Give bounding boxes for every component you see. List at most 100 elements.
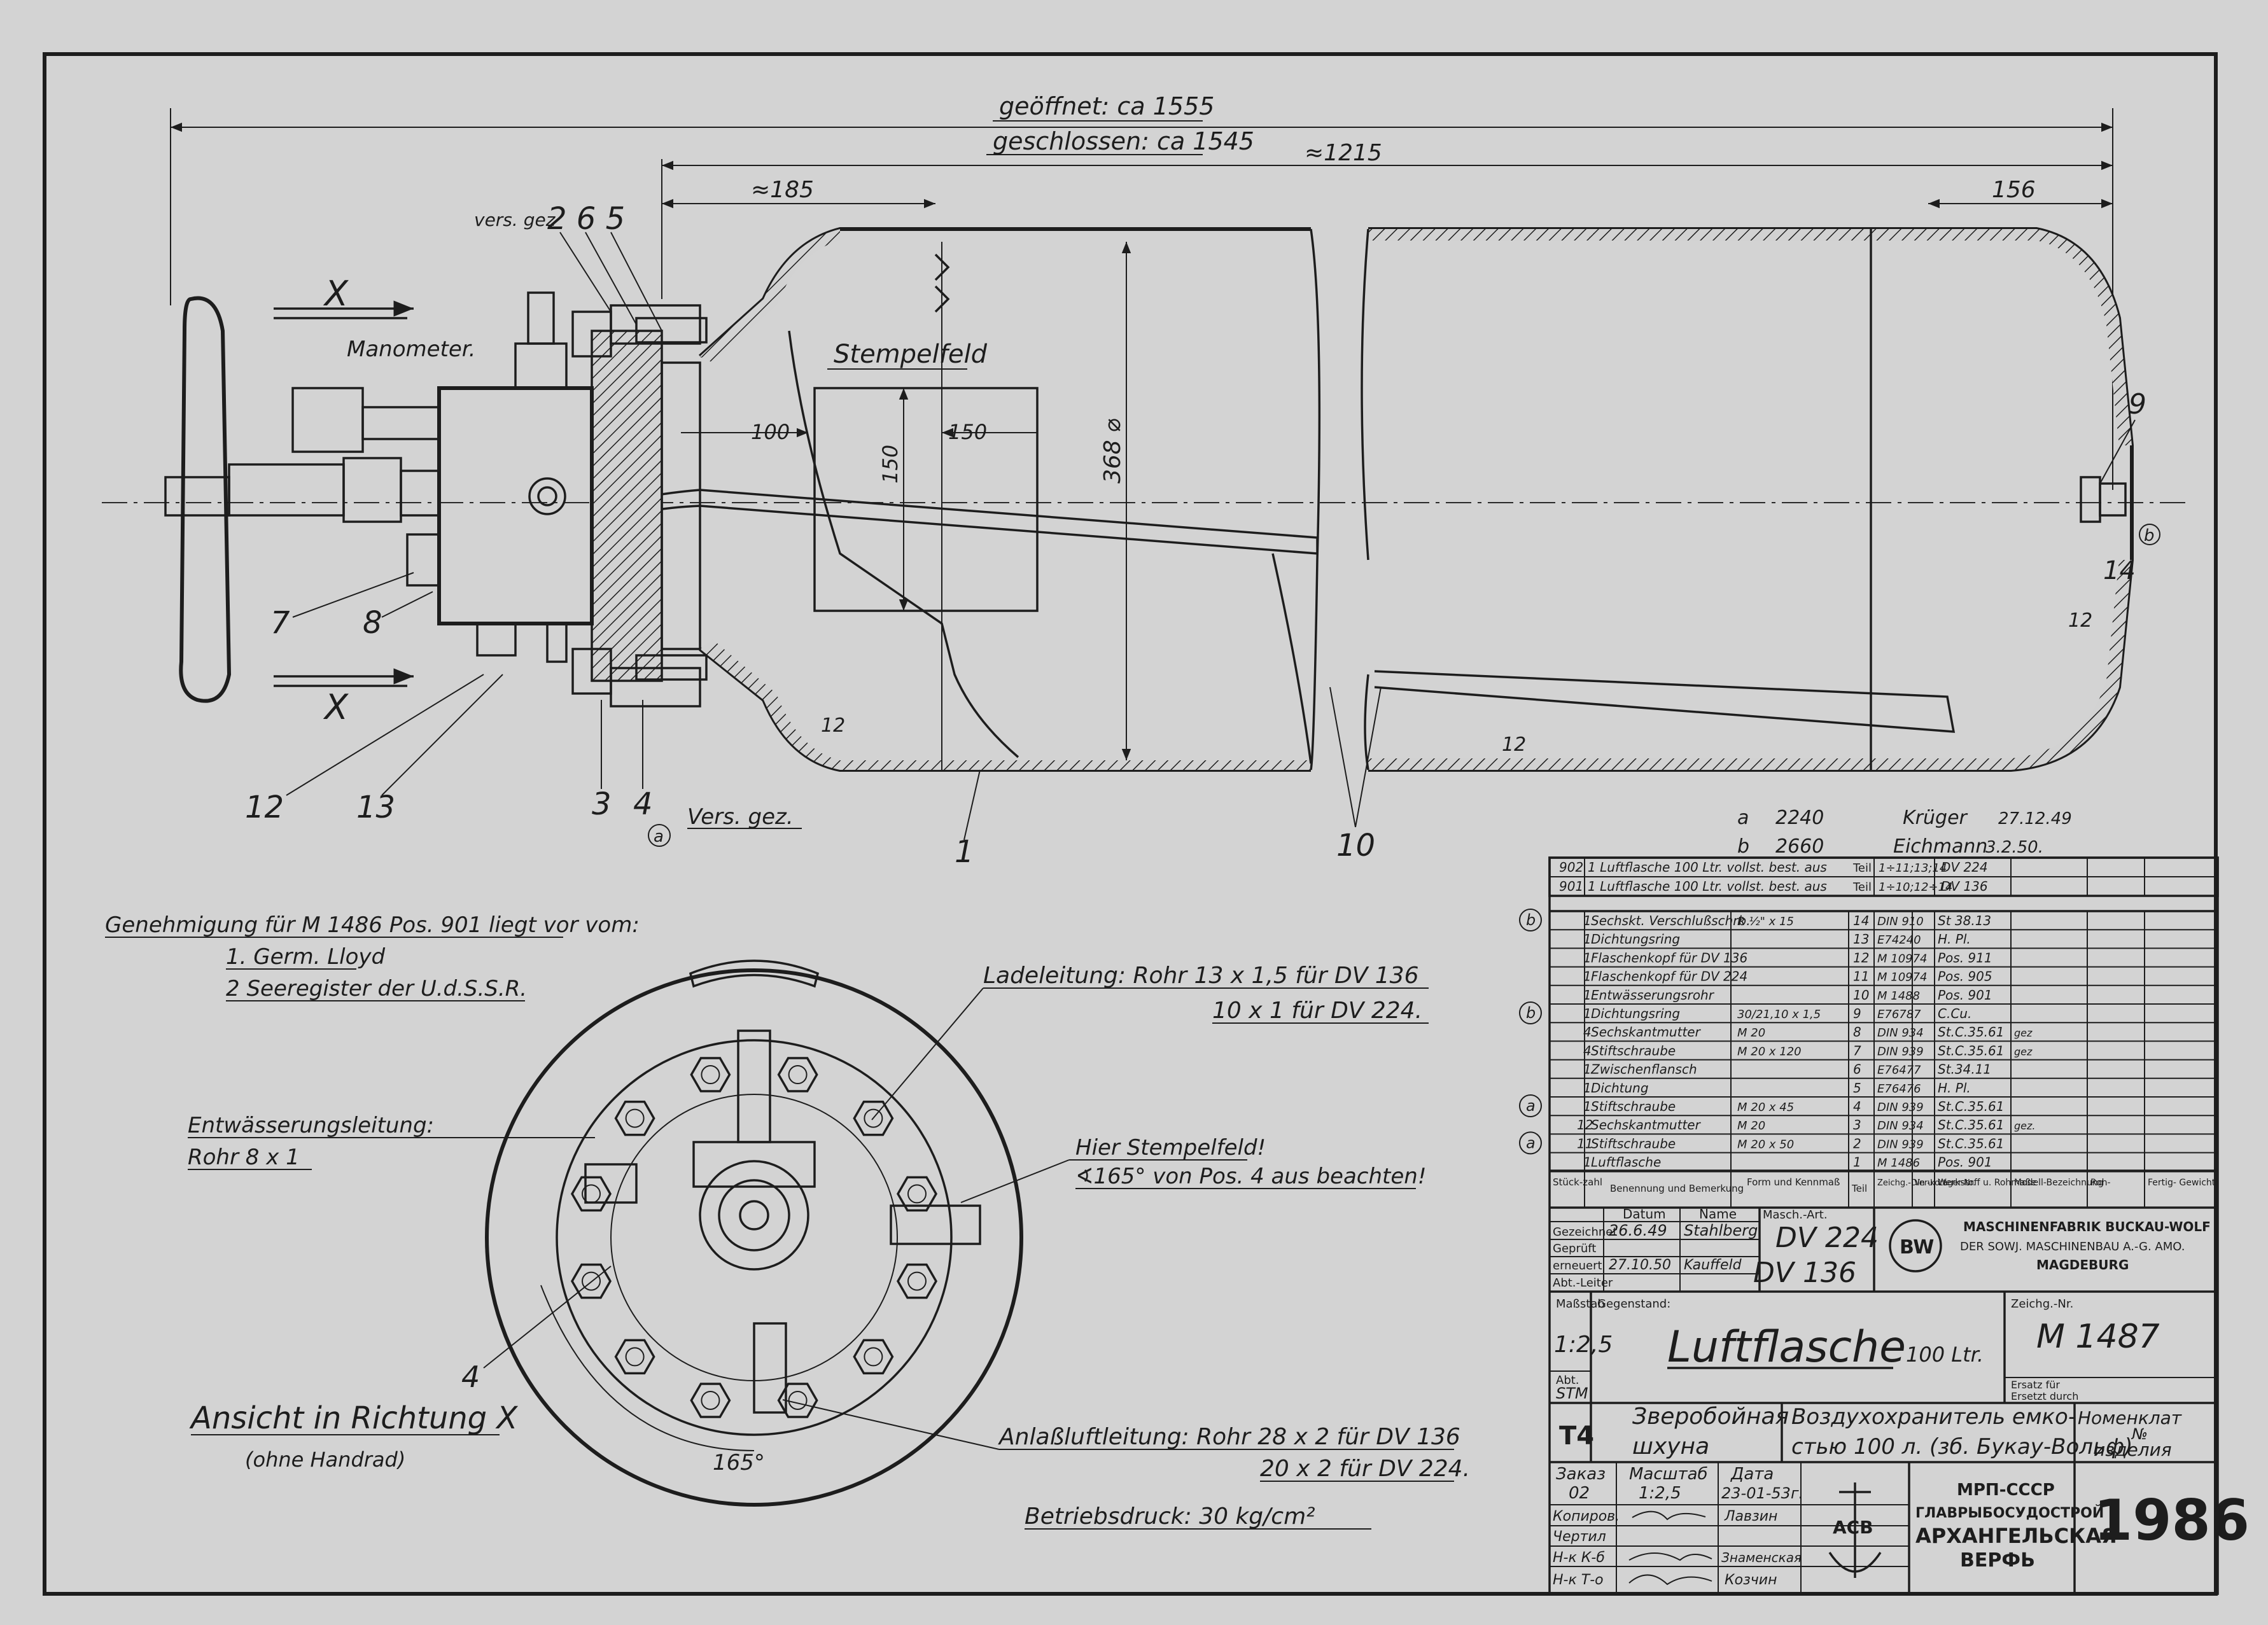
entwaesserung-1: Entwässerungsleitung: [188,1113,434,1138]
stempel-note-2: ∢165° von Pos. 4 aus beachten! [1075,1164,1426,1189]
ref-1: 1 [955,834,974,870]
approval-line-1: Genehmigung für M 1486 Pos. 901 liegt vo… [105,912,640,938]
ref-vers-gez-top: vers. gez [474,209,556,230]
part-name: Luftflasche [1591,1155,1661,1170]
machine-label: Masch.-Art. [1763,1208,1828,1222]
part-material: St.34.11 [1938,1062,1991,1077]
part-qty: 4 [1583,1024,1592,1040]
company-1: MASCHINENFABRIK BUCKAU-WOLF [1963,1219,2211,1234]
part-qty: 1 [1583,1062,1592,1077]
anlass-2: 20 x 2 für DV 224. [1260,1456,1470,1482]
part-norm: DIN 934 [1877,1026,1924,1040]
drawing-frame [43,52,2218,1596]
ru-nomen-1: Номенклат [2078,1407,2182,1428]
bolt-stud [701,1390,720,1410]
angle-165: 165° [713,1450,765,1475]
ru-masshtab-label: Масштаб [1629,1465,1708,1484]
end-view-notes: Ladeleitung: Rohr 13 x 1,5 für DV 136 10… [188,963,1470,1530]
row4-label: Abt.-Leiter [1553,1276,1613,1290]
part-norm: M 1486 [1877,1157,1920,1170]
part-form: M 20 [1737,1026,1765,1040]
variant-type: DV 136 [1941,879,1988,894]
ru-number: 1986 [2094,1488,2250,1553]
part-norm: E76787 [1877,1008,1921,1021]
ref-b: b [2144,526,2155,545]
header-form: Form und Kennmaß [1747,1176,1840,1188]
part-qty: 1 [1583,931,1592,947]
part-norm: M 10974 [1877,952,1928,965]
bolt-nut [896,1263,938,1299]
part-note: gez. [2014,1120,2035,1132]
part-qty: 1 [1583,950,1592,965]
part-name: Flaschenkopf für DV 136 [1591,950,1747,965]
part-teil: 4 [1853,1099,1861,1114]
variant-desc: 1 Luftflasche 100 Ltr. vollst. best. aus [1588,860,1827,875]
part-norm: DIN 934 [1877,1119,1924,1133]
revision-mark [1519,1094,1542,1117]
dim-closed: geschlossen: ca 1545 [993,127,1254,155]
part-name: Entwässerungsrohr [1591,987,1715,1003]
rev-b-mark: b [1737,835,1749,858]
ref-4-end: 4 [461,1360,480,1394]
dim-12b: 12 [1502,734,1526,756]
ru-nomen-3: изделия [2094,1439,2172,1460]
dim-185: ≈185 [751,177,814,203]
bolt-nut [570,1263,612,1299]
ru-vessel-2: шхуна [1632,1433,1709,1460]
title-block: Datum Name Masch.-Art. Gezeichnet 26.6.4… [1550,1206,2218,1403]
header-teil: Teil [1851,1183,1867,1194]
abt-value: STM [1556,1384,1588,1402]
ref-10: 10 [1336,828,1375,863]
part-name: Sechskt. Verschlußschrb. [1591,913,1751,928]
bolt-stud [582,1184,601,1204]
scale-label: Maßstab [1556,1297,1605,1311]
bolt-stud [864,1347,883,1367]
manometer-label: Manometer. [347,337,475,362]
bolt-stud [701,1065,720,1085]
part-teil: 8 [1853,1024,1861,1040]
ersatz-2: Ersetzt durch [2011,1390,2078,1402]
ref-13: 13 [356,790,395,825]
ru-vessel-1: Зверобойная [1632,1404,1789,1430]
part-form: M 20 x 45 [1737,1101,1794,1114]
bolt-stud [907,1271,927,1291]
part-qty: 1 [1583,1155,1592,1170]
drawing-title: Luftflasche [1667,1322,1906,1372]
ref-a: a [654,827,664,846]
dim-dia: 368 ⌀ [1100,419,1126,484]
row3-label: erneuert [1553,1259,1602,1273]
header-model: Modell-Bezeichnung [2014,1178,2104,1188]
approval-line-2: 1. Germ. Lloyd [226,944,386,970]
dim-length: ≈1215 [1305,140,1382,166]
end-view-x [485,959,1023,1507]
bolt-nut [853,1339,894,1375]
part-norm: M 1488 [1877,989,1920,1003]
company-logo: BW [1900,1236,1934,1259]
signature-2 [1628,1552,1712,1561]
drain-pipe [1374,670,1956,733]
rev-b-no: 2660 [1775,835,1824,858]
revision-mark-letter: b [1526,1004,1536,1022]
revision-mark [1519,1131,1542,1155]
bolt-nut [896,1176,938,1212]
part-teil: 7 [1853,1043,1861,1058]
part-material: Pos. 905 [1938,969,1992,984]
betriebsdruck: Betriebsdruck: 30 kg/cm² [1025,1503,1315,1530]
asv-logo [1828,1482,1882,1578]
ru-zakaz-label: Заказ [1556,1465,1606,1484]
part-material: St.C.35.61 [1938,1043,2004,1058]
ru-name-3: Козчин [1725,1572,1777,1588]
part-teil: 9 [1853,1006,1861,1021]
ru-desc-2: стью 100 л. (зб. Букау-Вольф) [1791,1434,2132,1460]
part-name: Dichtungsring [1591,931,1680,947]
bolt-stud [907,1184,927,1204]
ladeleitung-1: Ladeleitung: Rohr 13 x 1,5 für DV 136 [983,963,1418,989]
row1-label: Gezeichnet [1553,1225,1617,1239]
part-teil: 3 [1853,1117,1861,1133]
part-qty: 1 [1583,987,1592,1003]
ref-14: 14 [2103,556,2136,585]
part-note: gez [2014,1045,2033,1057]
part-name: Dichtung [1591,1080,1649,1096]
